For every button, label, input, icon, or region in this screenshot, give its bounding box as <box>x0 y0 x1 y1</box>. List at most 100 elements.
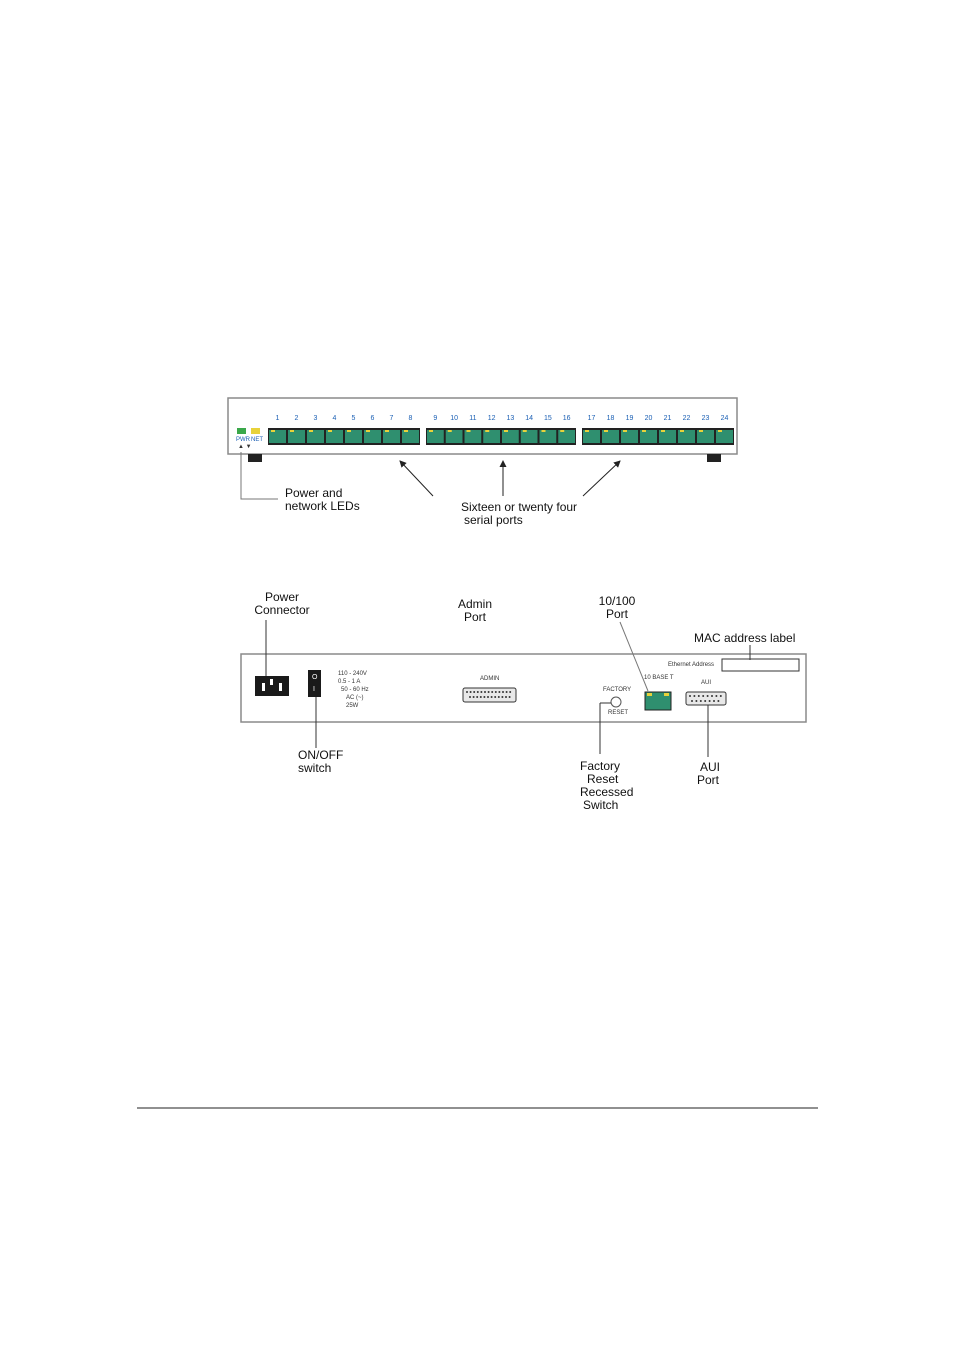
ports-arrow-right <box>582 460 621 497</box>
serial-port-11 <box>464 430 482 443</box>
port-led-12 <box>485 430 490 432</box>
port-led-9 <box>429 430 433 432</box>
port-led-21 <box>661 430 665 432</box>
pwr-led-label: PWR <box>236 437 250 443</box>
leds-callout-line <box>240 452 278 500</box>
port-led-7 <box>385 430 389 432</box>
aui-pin <box>715 695 718 697</box>
port-led-4 <box>328 430 332 432</box>
factory-callout-line4: Switch <box>583 798 619 812</box>
tenbase-callout-line <box>619 621 649 692</box>
port-number-19: 19 <box>625 415 634 422</box>
aui-pin <box>691 700 693 702</box>
aui-pin <box>702 695 705 697</box>
admin-port-label: ADMIN <box>480 676 500 682</box>
aui-pin <box>695 700 698 702</box>
port-number-15: 15 <box>543 415 552 422</box>
serial-port-22 <box>678 430 695 443</box>
serial-port-13 <box>502 430 519 443</box>
port-number-13: 13 <box>506 415 515 422</box>
rear-panel <box>240 653 807 723</box>
port-led-23 <box>699 430 703 432</box>
admin-pin <box>487 696 489 698</box>
admin-pin <box>501 696 504 698</box>
port-number-5: 5 <box>351 415 356 422</box>
serial-port-19 <box>621 430 638 443</box>
factory-label: FACTORY <box>603 687 632 693</box>
on-off-switch-callout: ON/OFF switch <box>298 749 343 775</box>
serial-port-18 <box>602 430 619 443</box>
serial-port-2 <box>288 430 305 443</box>
aui-pin <box>717 700 720 702</box>
admin-pin <box>469 691 472 693</box>
spec-wattage: 25W <box>346 703 359 709</box>
spec-current: 0.5 - 1 A <box>338 679 361 685</box>
on-off-callout-line2: switch <box>298 761 332 775</box>
admin-callout-line2: Port <box>463 610 486 624</box>
on-off-switch <box>308 670 321 697</box>
admin-pin <box>490 696 493 698</box>
serial-port-20 <box>640 430 657 443</box>
admin-port-callout: Admin Port <box>450 598 500 624</box>
serial-port-10 <box>445 430 463 443</box>
serial-port-1 <box>269 430 286 443</box>
front-panel <box>227 397 738 455</box>
port-led-11 <box>466 430 471 432</box>
port-number-4: 4 <box>332 415 337 422</box>
serial-port-4 <box>326 430 343 443</box>
aui-pin <box>699 700 702 702</box>
serial-port-14 <box>520 430 538 443</box>
admin-pin <box>491 691 494 693</box>
port-number-10: 10 <box>450 415 459 422</box>
port-10-100-callout: 10/100 Port <box>591 595 643 621</box>
port-led-20 <box>642 430 646 432</box>
factory-callout-line1: Factory <box>580 759 621 773</box>
port-number-16: 16 <box>562 415 571 422</box>
ports-callout-line1: Sixteen or twenty four <box>461 500 578 514</box>
ports-callout-text: Sixteen or twenty four serial ports <box>461 501 577 527</box>
admin-pin <box>505 696 507 698</box>
admin-callout-line1: Admin <box>457 597 492 611</box>
aui-pin <box>706 695 709 697</box>
port-group-2 <box>426 428 576 445</box>
aui-pin <box>704 700 707 702</box>
port-led-13 <box>504 430 508 432</box>
port-group-1 <box>268 428 420 445</box>
tenbase-label: 10 BASE T <box>644 675 674 681</box>
port-number-21: 21 <box>663 415 672 422</box>
power-specs: 110 - 240V 0.5 - 1 A 50 - 60 Hz AC (~) 2… <box>338 670 369 710</box>
admin-pin <box>466 691 468 693</box>
port-number-17: 17 <box>587 415 596 422</box>
aui-port-callout: AUI Port <box>697 761 720 787</box>
led-arrow-icon: ▲ ▼ <box>238 444 252 450</box>
ports-arrow-left <box>399 460 434 497</box>
spec-ac: AC (~) <box>346 695 364 701</box>
switch-off-symbol: O <box>312 674 318 681</box>
aui-port-connector <box>685 691 727 706</box>
factory-callout-line2: Reset <box>587 772 619 786</box>
port-led-16 <box>560 430 565 432</box>
serial-port-17 <box>583 430 600 443</box>
aui-pin <box>697 695 700 697</box>
on-off-callout-line1: ON/OFF <box>298 748 344 762</box>
port-led-19 <box>623 430 627 432</box>
leds-callout-line1: Power and <box>285 486 343 500</box>
leds-callout-text: Power and network LEDs <box>285 487 360 513</box>
port-number-7: 7 <box>389 415 394 422</box>
power-connector-callout: Power Connector <box>252 591 312 617</box>
port-number-11: 11 <box>469 415 477 422</box>
spec-voltage: 110 - 240V <box>338 671 367 677</box>
aui-pin <box>713 700 715 702</box>
aui-pin <box>693 695 696 697</box>
aui-pin <box>689 695 691 697</box>
aui-pin <box>719 695 722 697</box>
ethernet-address-label: Ethernet Address <box>668 662 715 668</box>
serial-port-6 <box>364 430 381 443</box>
admin-pin <box>505 691 508 693</box>
serial-port-15 <box>539 430 557 443</box>
admin-pin <box>483 696 486 698</box>
admin-pin <box>494 691 497 693</box>
aui-label: AUI <box>701 680 712 686</box>
ports-callout-line2: serial ports <box>464 513 523 527</box>
